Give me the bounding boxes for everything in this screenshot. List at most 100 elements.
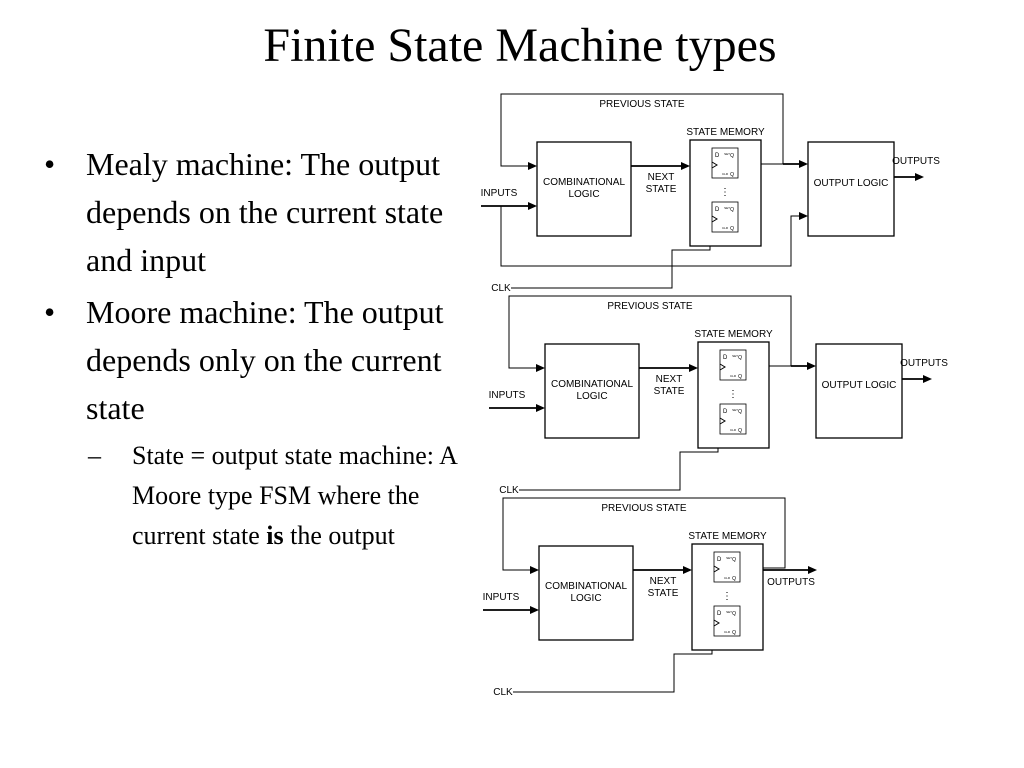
output-logic-block — [815, 343, 903, 439]
flip-flop-d-label: D — [723, 355, 728, 361]
bullet-dot: • — [44, 146, 56, 182]
flip-flop-d-label: D — [715, 207, 720, 213]
flip-flop-box — [719, 403, 747, 435]
flip-flop-clr-label: CLR — [724, 630, 731, 634]
label-combinational: COMBINATIONAL — [545, 581, 627, 592]
flip-flop-clock-symbol — [713, 619, 720, 627]
sub-bullet-text-bold: is — [266, 521, 284, 550]
flip-flop-clock-symbol — [711, 215, 718, 223]
label-previous-state: PREVIOUS STATE — [607, 301, 693, 312]
inputs-to-output-arrow — [799, 212, 808, 220]
flip-flop-qbar-label: Q — [732, 630, 736, 636]
flip-flop-box — [713, 551, 741, 583]
label-next: NEXT — [648, 172, 675, 183]
flip-flop-d-label: D — [715, 153, 720, 159]
flip-flop-qbar-label: Q — [730, 226, 734, 232]
label-clk: CLK — [493, 687, 513, 698]
combinational-logic-block — [538, 545, 634, 641]
flip-flop-box — [711, 147, 739, 179]
label-state-memory: STATE MEMORY — [688, 531, 767, 542]
state-to-output-arrow — [807, 362, 816, 370]
sub-bullet-state-output: – State = output state machine: A Moore … — [40, 436, 470, 556]
label-previous-state: PREVIOUS STATE — [601, 503, 687, 514]
label-logic: LOGIC — [570, 593, 601, 604]
flip-flop-q-label: Q — [738, 409, 742, 415]
flip-flop-clr-label: CLR — [724, 576, 731, 580]
clock-wire — [511, 246, 711, 289]
feedback-arrow — [530, 566, 539, 574]
sub-bullet-text-prefix: State = output state machine: A Moore ty… — [132, 441, 457, 550]
label-logic: LOGIC — [568, 189, 599, 200]
output-logic-block — [807, 141, 895, 237]
flip-flop-clr-label: CLR — [730, 428, 737, 432]
feedback-wire — [508, 295, 792, 369]
next-state-arrow — [681, 162, 690, 170]
flip-flop-q-label: Q — [730, 153, 734, 159]
feedback-wire — [502, 497, 786, 571]
flip-flop-q-label: Q — [730, 207, 734, 213]
label-inputs: INPUTS — [481, 188, 518, 199]
bullet-list: • Mealy machine: The output depends on t… — [40, 140, 470, 556]
label-combinational: COMBINATIONAL — [543, 177, 625, 188]
flip-flop-q-label: Q — [738, 355, 742, 361]
inputs-to-output-wire — [481, 205, 806, 267]
state-to-output-arrow — [799, 160, 808, 168]
label-outputs: OUTPUTS — [892, 156, 940, 167]
feedback-arrow — [536, 364, 545, 372]
label-state: STATE — [654, 386, 685, 397]
flip-flop-clr-label: CLR — [722, 172, 729, 176]
flip-flop-clr-label: CLR — [730, 374, 737, 378]
flip-flop-qbar-label: Q — [738, 374, 742, 380]
slide-title: Finite State Machine types — [263, 19, 777, 72]
flip-flop-box — [719, 349, 747, 381]
flip-flop-ellipsis: ⋮ — [728, 389, 738, 400]
flip-flop-clock-symbol — [719, 417, 726, 425]
flip-flop-box — [711, 201, 739, 233]
flip-flop-ellipsis: ⋮ — [720, 187, 730, 198]
flip-flop-clock-symbol — [719, 363, 726, 371]
flip-flop-d-label: D — [717, 611, 722, 617]
label-previous-state: PREVIOUS STATE — [599, 99, 685, 110]
flip-flop-q-label: Q — [732, 557, 736, 563]
sub-bullet-text-suffix: the output — [283, 521, 395, 550]
flip-flop-d-label: D — [717, 557, 722, 563]
label-inputs: INPUTS — [489, 390, 526, 401]
combinational-logic-block — [544, 343, 640, 439]
label-outputs: OUTPUTS — [767, 577, 815, 588]
flip-flop-set-label: SET — [732, 354, 738, 358]
label-combinational: COMBINATIONAL — [551, 379, 633, 390]
label-clk: CLK — [499, 485, 519, 496]
inputs-arrow — [536, 404, 545, 412]
label-outputs: OUTPUTS — [900, 358, 948, 369]
label-clk: CLK — [491, 283, 511, 294]
bullet-moore-text: Moore machine: The output depends only o… — [86, 294, 444, 426]
flip-flop-ellipsis: ⋮ — [722, 591, 732, 602]
label-inputs: INPUTS — [483, 592, 520, 603]
flip-flop-set-label: SET — [724, 206, 730, 210]
bullet-dot: • — [44, 294, 56, 330]
flip-flop-clock-symbol — [713, 565, 720, 573]
flip-flop-box — [713, 605, 741, 637]
moore-machine-diagram: PREVIOUS STATECOMBINATIONALLOGICINPUTSNE… — [489, 295, 948, 496]
outputs-arrow — [923, 375, 932, 383]
label-next: NEXT — [650, 576, 677, 587]
flip-flop-set-label: SET — [724, 152, 730, 156]
flip-flop-d-label: D — [723, 409, 728, 415]
flip-flop-clr-label: CLR — [722, 226, 729, 230]
flip-flop-set-label: SET — [732, 408, 738, 412]
outputs-arrow — [808, 566, 817, 574]
label-state: STATE — [646, 184, 677, 195]
label-output-logic: OUTPUT LOGIC — [822, 380, 897, 391]
flip-flop-qbar-label: Q — [738, 428, 742, 434]
bullet-moore: • Moore machine: The output depends only… — [40, 288, 470, 432]
flip-flop-qbar-label: Q — [732, 576, 736, 582]
label-state-memory: STATE MEMORY — [694, 329, 773, 340]
flip-flop-set-label: SET — [726, 556, 732, 560]
